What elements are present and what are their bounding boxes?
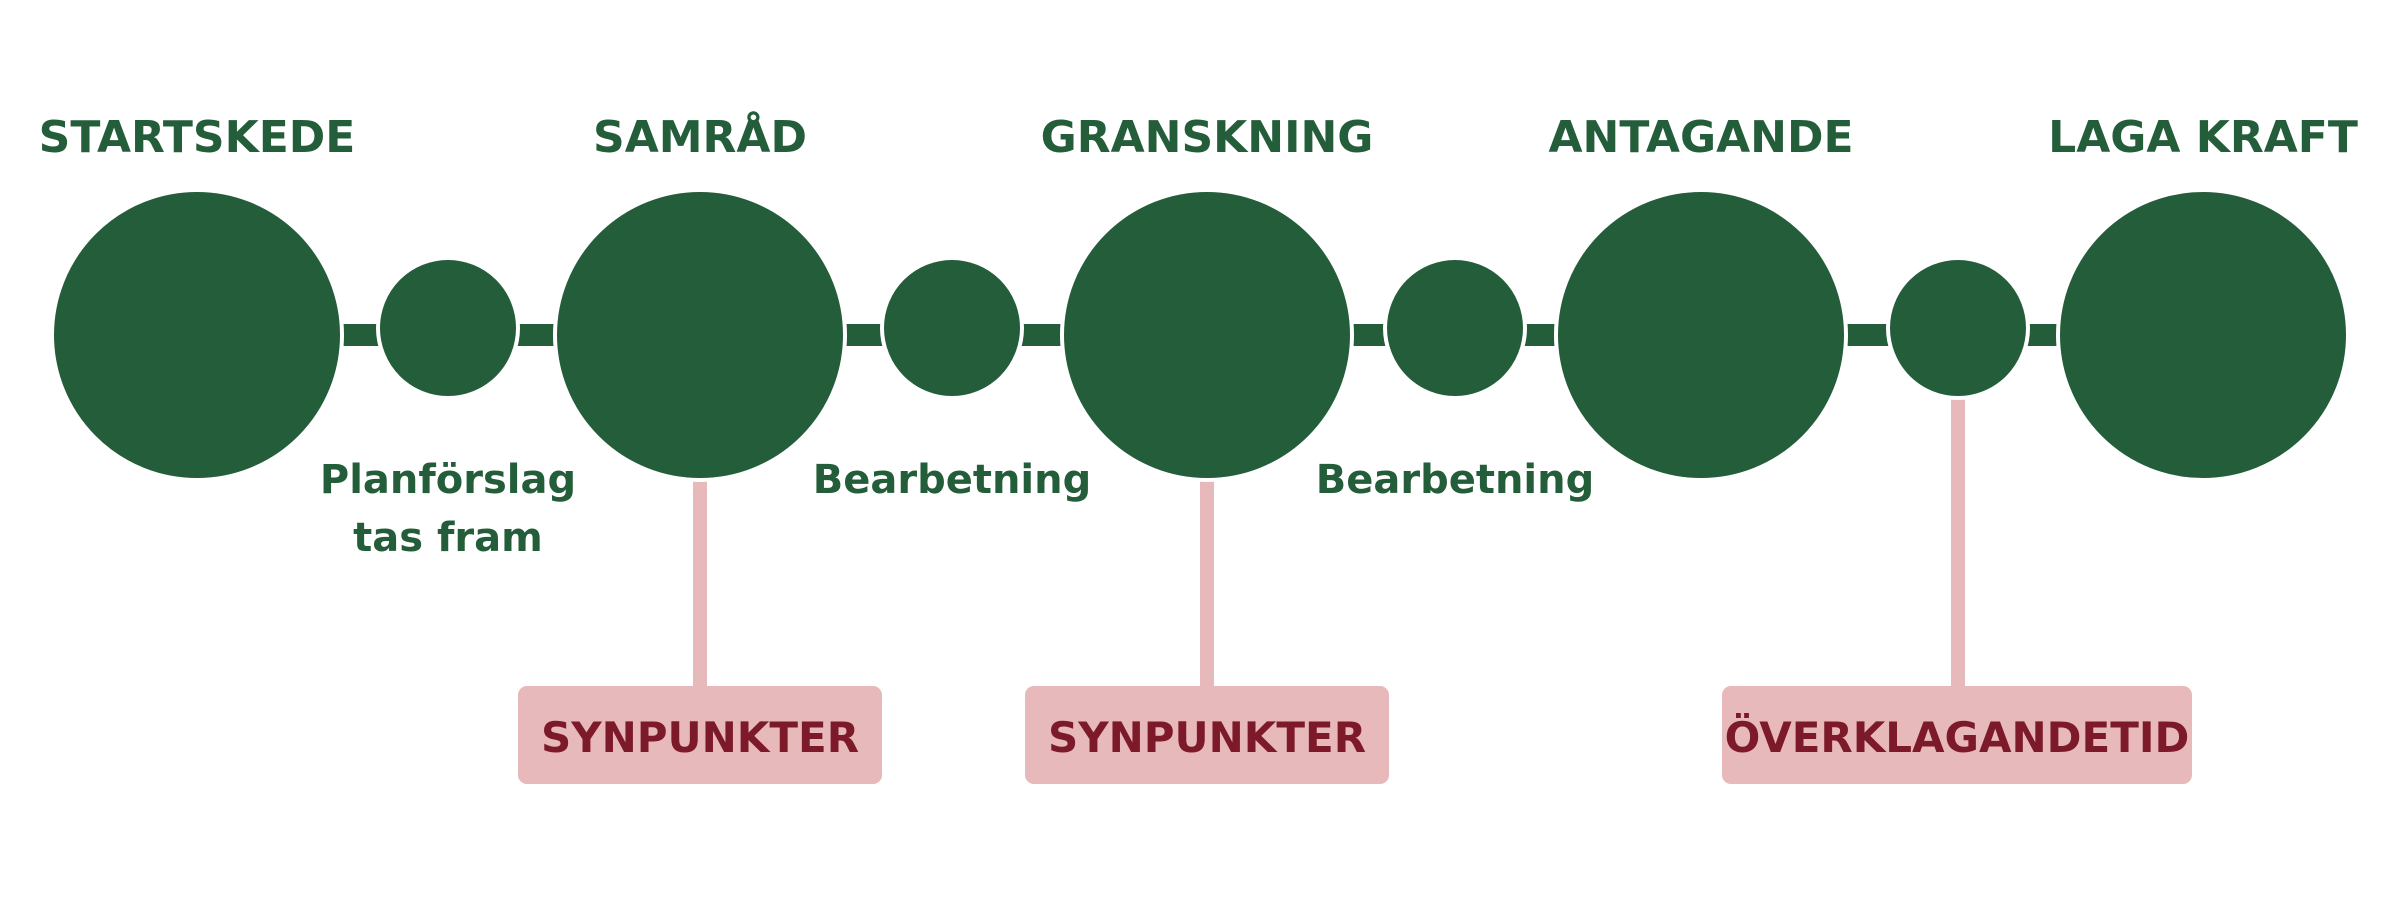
stage-circle	[553, 188, 847, 482]
box-rect	[1025, 686, 1389, 784]
step-circle	[880, 256, 1024, 400]
connector-overklagande	[1951, 390, 1965, 700]
stage-node-granskning: GRANSKNING	[1041, 112, 1374, 482]
step-label: Planförslag	[320, 457, 576, 503]
box-synpunkter-samrad: SYNPUNKTER	[518, 686, 882, 784]
stage-circle	[2056, 188, 2350, 482]
box-overklagandetid: ÖVERKLAGANDETID	[1722, 686, 2192, 784]
stage-circle	[1554, 188, 1848, 482]
box-label: ÖVERKLAGANDETID	[1725, 712, 2190, 762]
stage-circle	[50, 188, 344, 482]
step-circle	[376, 256, 520, 400]
stage-title: GRANSKNING	[1041, 112, 1374, 163]
connector-granskning	[1200, 470, 1214, 700]
stage-node-antagande: ANTAGANDE	[1548, 112, 1854, 482]
step-label: Bearbetning	[1316, 457, 1595, 503]
step-label: Bearbetning	[813, 457, 1092, 503]
step-node-planforslag: Planförslag tas fram	[320, 256, 576, 561]
step-node-bearbetning-2: Bearbetning	[1316, 256, 1595, 503]
step-node-antagande-kraft	[1886, 256, 2030, 400]
step-circle	[1886, 256, 2030, 400]
stage-node-startskede: STARTSKEDE	[39, 112, 356, 482]
stage-node-laga-kraft: LAGA KRAFT	[2048, 112, 2358, 482]
step-label: tas fram	[353, 515, 543, 561]
stage-title: SAMRÅD	[593, 110, 807, 163]
stage-node-samrad: SAMRÅD	[553, 110, 847, 482]
step-node-bearbetning-1: Bearbetning	[813, 256, 1092, 503]
stage-title: LAGA KRAFT	[2048, 112, 2358, 163]
stage-title: STARTSKEDE	[39, 112, 356, 163]
box-label: SYNPUNKTER	[1048, 713, 1366, 762]
box-rect	[1722, 686, 2192, 784]
stage-circle	[1060, 188, 1354, 482]
box-label: SYNPUNKTER	[541, 713, 859, 762]
box-rect	[518, 686, 882, 784]
connector-samrad	[693, 470, 707, 700]
box-synpunkter-granskning: SYNPUNKTER	[1025, 686, 1389, 784]
stage-title: ANTAGANDE	[1548, 112, 1853, 163]
step-circle	[1383, 256, 1527, 400]
